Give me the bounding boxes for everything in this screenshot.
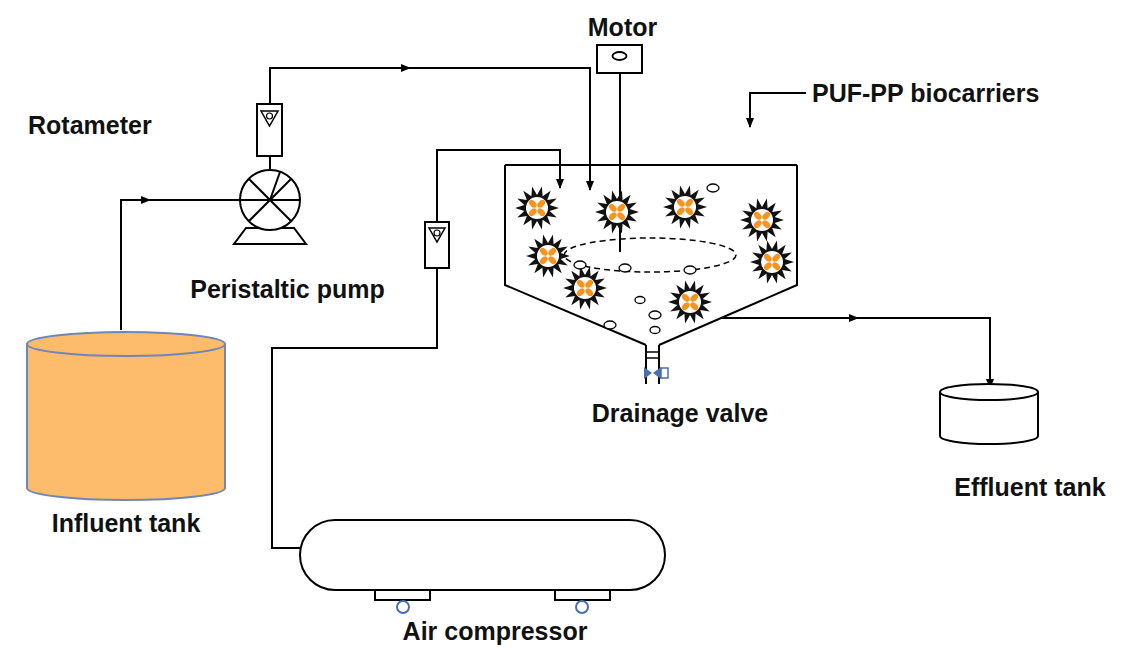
reactor-outlet bbox=[645, 345, 647, 364]
air-pipe bbox=[437, 150, 560, 222]
effluent-pipe bbox=[722, 318, 990, 388]
air-pipe bbox=[272, 268, 437, 548]
effluent-tank: Effluent tank bbox=[925, 382, 1135, 504]
flow-arrow bbox=[830, 317, 858, 319]
air-compressor: Air compressor bbox=[295, 512, 695, 654]
reactor-rim bbox=[505, 164, 797, 166]
peristaltic-pump: Peristaltic pump bbox=[150, 164, 425, 304]
flow-arrow bbox=[380, 67, 410, 69]
biocarriers bbox=[515, 184, 794, 334]
feed-pipe bbox=[270, 68, 590, 190]
reactor-outlet bbox=[646, 357, 659, 359]
rotameter: Rotameter bbox=[28, 100, 288, 160]
reactor-outlet bbox=[646, 351, 659, 353]
rotameter-ball bbox=[434, 230, 440, 236]
reactor-vessel bbox=[505, 165, 646, 345]
influent-tank: Influent tank bbox=[20, 330, 232, 542]
node-label: Effluent tank bbox=[925, 472, 1135, 502]
node-label: Drainage valve bbox=[555, 398, 805, 428]
node-label: Motor bbox=[575, 12, 670, 42]
node-label: Peristaltic pump bbox=[150, 274, 425, 304]
pipe-connector bbox=[121, 200, 150, 330]
leader-line bbox=[750, 93, 806, 127]
air-rotameter bbox=[425, 222, 449, 268]
rotameter-float bbox=[429, 228, 445, 242]
pipe-connector bbox=[269, 160, 271, 164]
node-label: Air compressor bbox=[295, 616, 695, 646]
drainage-valve: Drainage valve bbox=[555, 360, 805, 432]
node-label: Rotameter bbox=[28, 110, 288, 140]
callout-label: PUF-PP biocarriers bbox=[812, 78, 1039, 108]
node-label: Influent tank bbox=[20, 508, 232, 538]
motor: Motor bbox=[575, 10, 670, 76]
reactor-outlet bbox=[658, 345, 660, 364]
